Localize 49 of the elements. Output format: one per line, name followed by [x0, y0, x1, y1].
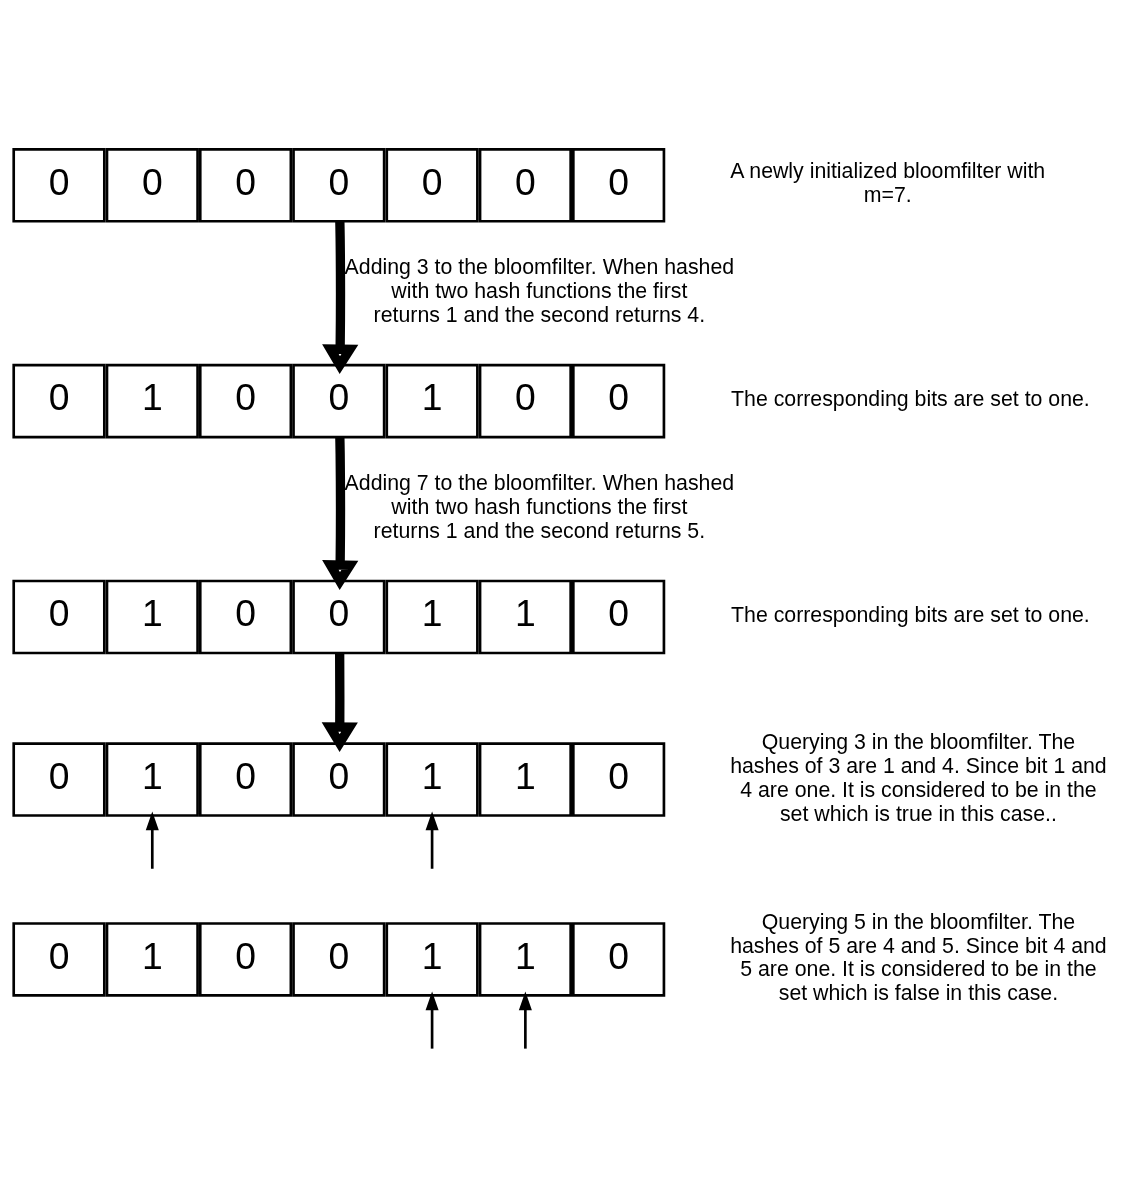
- node-box: 0: [478, 147, 572, 223]
- node-box: 0: [385, 147, 479, 223]
- node-box: 0: [572, 741, 666, 817]
- node-box: 0: [105, 147, 199, 223]
- node-box: 1: [478, 921, 572, 997]
- node-label: Querying 5 in the bloomfilter. The hashes of 5 are 4 and 5. Since bit 4 and 5 are one. It is considered to be in the set which is false in this case.: [730, 909, 1107, 1005]
- node-box: 1: [105, 741, 199, 817]
- node-box: 1: [385, 363, 479, 438]
- node-box: 0: [198, 363, 293, 438]
- node-box: 0: [12, 579, 106, 654]
- node-box: 1: [478, 579, 572, 654]
- node-box: 1: [385, 741, 479, 817]
- node-label: The corresponding bits are set to one.: [731, 602, 1090, 627]
- node-box: 0: [292, 921, 386, 997]
- node-box: 1: [105, 921, 199, 997]
- arrow: [322, 436, 359, 590]
- node-box: 0: [478, 363, 572, 438]
- node-box: 1: [385, 921, 479, 997]
- node-label: Querying 3 in the bloomfilter. The hashes of 3 are 1 and 4. Since bit 1 and 4 are one. It is considered to be in the set which is true in this case..: [730, 729, 1107, 826]
- node-box: 0: [572, 147, 666, 223]
- edge-label: Adding 7 to the bloomfilter. When hashed with two hash functions the first returns 1 and the second returns 5.: [344, 470, 735, 543]
- node-box: 0: [292, 579, 386, 654]
- node-box: 0: [292, 147, 386, 223]
- node-box: 1: [385, 579, 479, 654]
- arrow: [322, 220, 359, 374]
- arrow: [425, 811, 439, 869]
- node-box: 0: [198, 741, 293, 817]
- arrow: [518, 991, 532, 1049]
- node-box: 0: [572, 363, 666, 438]
- node-box: 0: [198, 147, 293, 223]
- arrow: [145, 811, 159, 869]
- node-box: 0: [12, 741, 106, 817]
- node-box: 1: [105, 363, 199, 438]
- node-box: 0: [12, 147, 106, 223]
- node-label: The corresponding bits are set to one.: [731, 386, 1090, 411]
- node-box: 0: [292, 363, 386, 438]
- node-label: A newly initialized bloomfilter with m=7.: [730, 158, 1046, 207]
- node-box: 0: [572, 921, 666, 997]
- node-box: 1: [478, 741, 572, 817]
- node-box: 0: [292, 741, 386, 817]
- node-box: 1: [105, 579, 199, 654]
- node-box: 0: [12, 363, 106, 438]
- node-box: 0: [12, 921, 106, 997]
- arrow: [321, 652, 358, 752]
- node-box: 0: [198, 921, 293, 997]
- node-box: 0: [198, 579, 293, 654]
- node-box: 0: [572, 579, 666, 654]
- arrow: [425, 991, 439, 1049]
- edge-label: Adding 3 to the bloomfilter. When hashed with two hash functions the first returns 1 and the second returns 4.: [344, 254, 735, 327]
